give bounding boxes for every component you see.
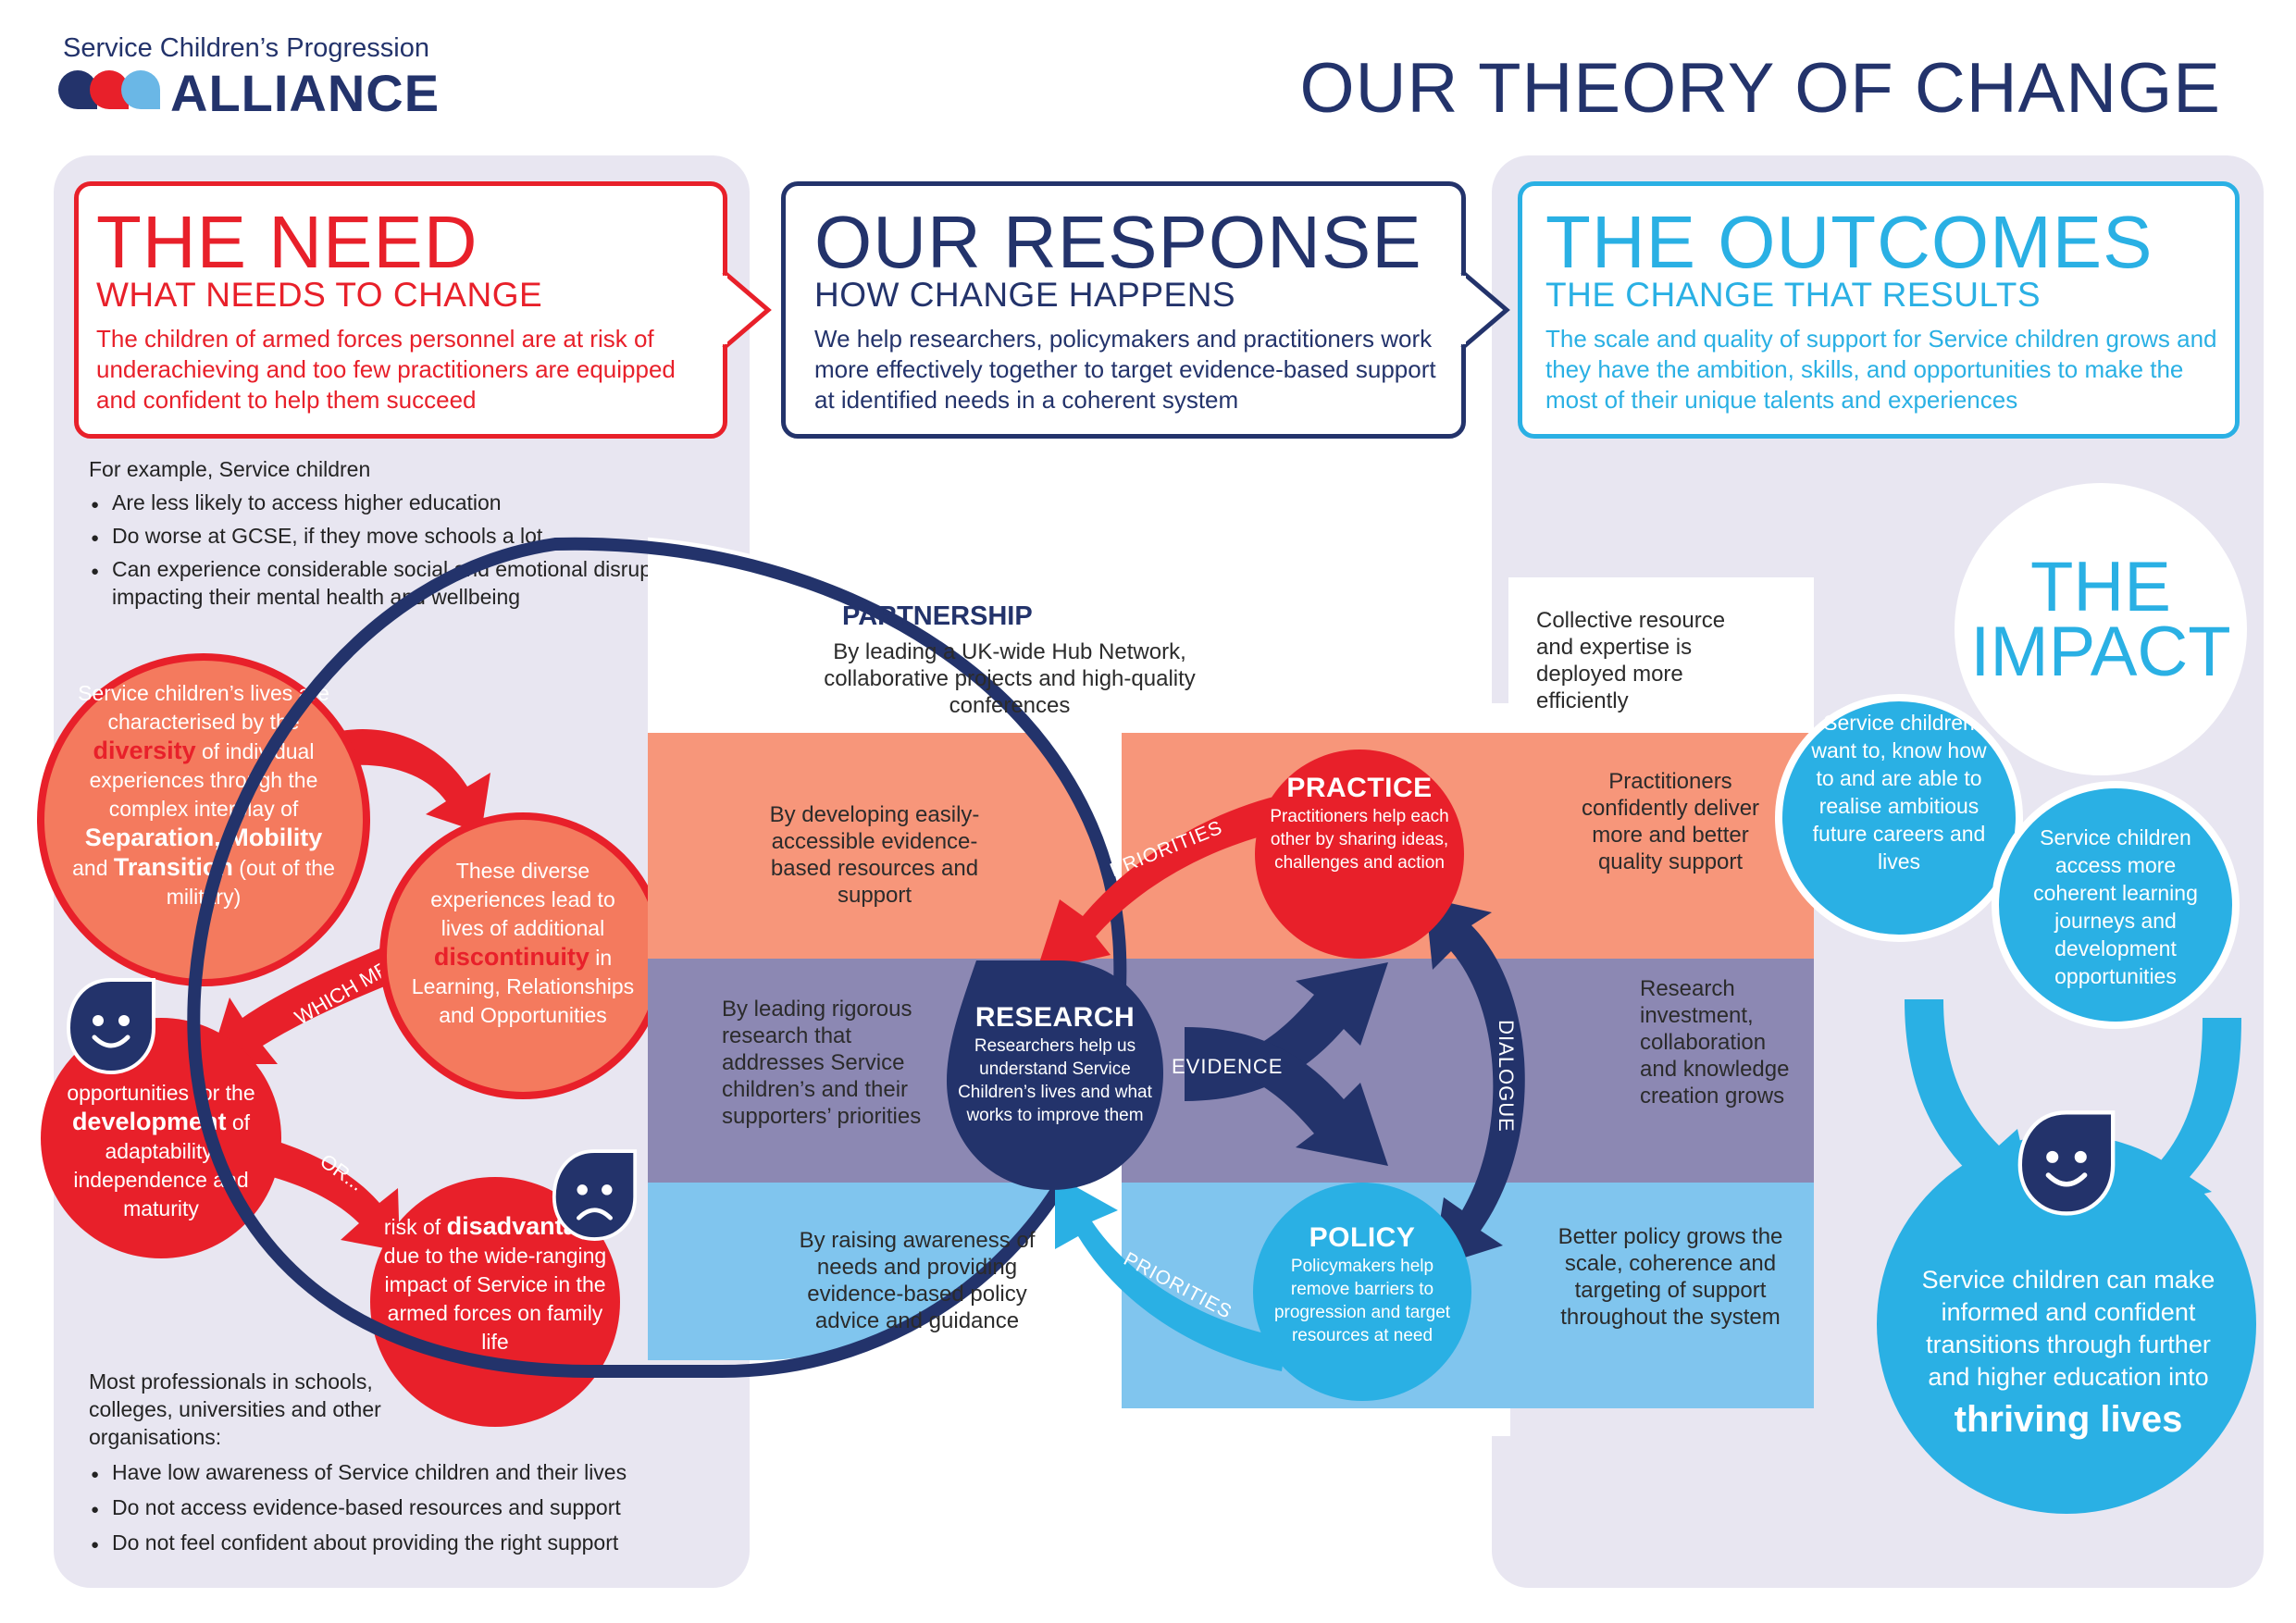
impact-title: THE IMPACT	[1955, 548, 2247, 691]
impact-circle-careers	[1775, 694, 2023, 942]
impact-title-line1: THE	[2030, 548, 2171, 626]
practice-title: PRACTICE	[1286, 773, 1433, 803]
policy-circle	[1253, 1183, 1471, 1401]
happy-face-icon	[66, 978, 155, 1075]
logo-line1: Service Children’s Progression	[63, 33, 429, 63]
professionals-list: Most professionals in schools, colleges,…	[89, 1368, 755, 1559]
impact-arrow-right-icon	[2128, 1018, 2241, 1212]
research-text: Researchers help us understand Service C…	[958, 1036, 1152, 1125]
need-description: The children of armed forces personnel a…	[96, 325, 676, 414]
partnership-title: PARTNERSHIP	[842, 601, 1033, 631]
professionals-intro: Most professionals in schools, colleges,…	[89, 1369, 381, 1449]
research-droplet-icon	[947, 960, 1163, 1190]
policy-band-text: By raising awareness of needs and provid…	[799, 1228, 1036, 1333]
discontinuity-circle-text: These diverse experiences lead to lives …	[411, 859, 635, 1027]
practice-band-text: By developing easily-accessible evidence…	[769, 802, 980, 908]
evidence-label: EVIDENCE	[1172, 1055, 1284, 1078]
partnership-result: Collective resource and expertise is dep…	[1536, 608, 1726, 713]
practice-text: Practitioners help each other by sharing…	[1270, 807, 1449, 873]
outcomes-subtitle: THE CHANGE THAT RESULTS	[1545, 276, 2042, 314]
list-item: Have low awareness of Service children a…	[89, 1458, 755, 1489]
partnership-text: By leading a UK-wide Hub Network, collab…	[824, 639, 1196, 718]
impact-title-line2: IMPACT	[1970, 613, 2231, 691]
priorities-arrow-policy-icon	[1055, 1175, 1286, 1371]
logo: Service Children’s Progression ALLIANCE	[56, 33, 444, 122]
arrow-or-icon	[242, 1134, 400, 1251]
practice-node: PRACTICE Practitioners help each other b…	[1262, 772, 1457, 874]
practice-result: Practitioners confidently deliver more a…	[1581, 769, 1760, 874]
dialogue-label: DIALOGUE	[1494, 1020, 1518, 1133]
response-subtitle: HOW CHANGE HAPPENS	[814, 276, 1236, 314]
practice-band-right	[1508, 733, 1814, 959]
policy-node: POLICY Policymakers help remove barriers…	[1260, 1221, 1464, 1347]
response-title: OUR RESPONSE	[814, 201, 1422, 283]
logo-line2: ALLIANCE	[170, 64, 441, 122]
research-band-right	[1508, 959, 1814, 1183]
outcomes-title: THE OUTCOMES	[1545, 201, 2153, 283]
happy-face-icon	[2017, 1110, 2116, 1216]
research-title: RESEARCH	[974, 1002, 1136, 1033]
diversity-circle-text: Service children’s lives are characteris…	[72, 681, 335, 909]
discontinuity-circle	[379, 812, 666, 1099]
impact-circle-careers-text: Service children want to, know how to an…	[1811, 711, 1987, 873]
logo-mark-icon	[58, 70, 160, 109]
priorities-arrow-practice-icon	[1036, 796, 1282, 972]
list-item: Are less likely to access higher educati…	[89, 489, 737, 519]
impact-title-circle	[1955, 483, 2247, 775]
need-examples-intro: For example, Service children	[89, 457, 371, 481]
practice-band	[648, 733, 1123, 959]
list-item: Can experience considerable social and e…	[89, 555, 737, 611]
practice-circle	[1255, 750, 1464, 959]
impact-circle-learning-text: Service children access more coherent le…	[2033, 825, 2198, 988]
impact-circle-learning	[1992, 781, 2240, 1029]
policy-result: Better policy grows the scale, coherence…	[1558, 1224, 1783, 1330]
need-callout	[74, 181, 727, 439]
arrow-diversity-to-discontinuity-icon	[341, 729, 490, 833]
evidence-arrow-down-icon	[1185, 1027, 1388, 1166]
need-subtitle: WHAT NEEDS TO CHANGE	[96, 276, 543, 314]
list-item: Do worse at GCSE, if they move schools a…	[89, 522, 737, 552]
need-title: THE NEED	[96, 201, 478, 283]
policy-text: Policymakers help remove barriers to pro…	[1273, 1257, 1451, 1345]
partnership-droplet-outline	[187, 537, 1127, 1379]
list-item: Do not feel confident about providing th…	[89, 1529, 755, 1559]
policy-band-right	[1508, 1183, 1814, 1408]
need-examples: For example, Service children Are less l…	[89, 455, 737, 611]
outcomes-callout	[1518, 181, 2240, 439]
partnership-result-box	[1508, 577, 1814, 733]
sad-face-icon	[552, 1149, 638, 1241]
impact-final-text: Service children can make informed and c…	[1921, 1266, 2215, 1440]
policy-title: POLICY	[1309, 1222, 1416, 1253]
outcomes-description: The scale and quality of support for Ser…	[1545, 325, 2217, 414]
response-callout-pointer-icon	[1458, 270, 1510, 350]
need-callout-pointer-icon	[720, 270, 772, 350]
dialogue-arrow-icon	[1425, 898, 1525, 1268]
list-item: Do not access evidence-based resources a…	[89, 1493, 755, 1524]
research-result: Research investment, collaboration and k…	[1640, 976, 1790, 1109]
response-description: We help researchers, policymakers and pr…	[814, 325, 1436, 414]
research-band-text: By leading rigorous research that addres…	[722, 997, 922, 1129]
research-node: RESEARCH Researchers help us understand …	[953, 1001, 1157, 1127]
response-callout	[781, 181, 1466, 439]
page-title: OUR THEORY OF CHANGE	[1299, 49, 2221, 128]
